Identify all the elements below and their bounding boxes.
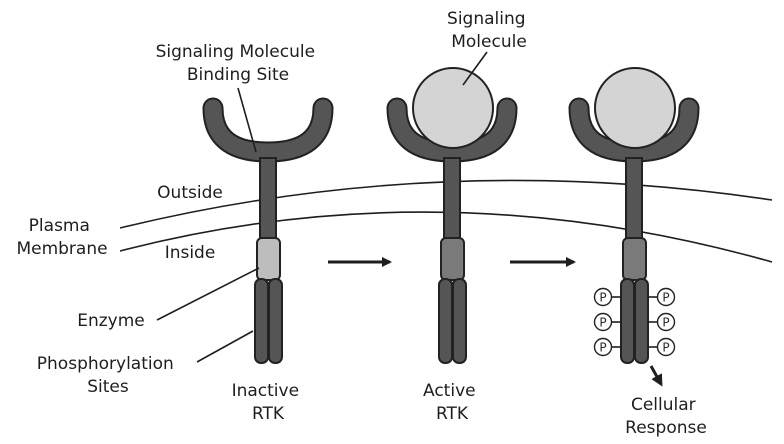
- phosphorylation-sites-label: Phosphorylation Sites: [37, 354, 179, 397]
- phosphate-icon: P: [593, 312, 613, 332]
- tail-right: [452, 278, 467, 364]
- phosphate-icon: P: [656, 312, 676, 332]
- phosphorylated-rtk: P P P P P P: [568, 67, 700, 387]
- receptor-stem: [443, 157, 461, 241]
- signaling-molecule-label: Signaling Molecule: [447, 9, 531, 52]
- tail-left: [620, 278, 635, 364]
- svg-text:P: P: [662, 316, 669, 330]
- phosphate-icon: P: [593, 337, 613, 357]
- phosphate-groups: P P P P P P: [593, 287, 676, 357]
- svg-text:P: P: [599, 341, 606, 355]
- enzyme-domain: [440, 237, 465, 281]
- tail-right: [634, 278, 649, 364]
- inside-label: Inside: [165, 243, 216, 263]
- outside-label: Outside: [157, 183, 223, 203]
- receptor-stem: [625, 157, 643, 241]
- enzyme-leader: [156, 267, 260, 321]
- cellular-response-arrow: [649, 365, 663, 387]
- enzyme-label: Enzyme: [77, 311, 145, 331]
- active-rtk-label: Active RTK: [423, 381, 481, 424]
- inactive-rtk: [202, 97, 334, 364]
- svg-text:P: P: [662, 291, 669, 305]
- phosphate-icon: P: [593, 287, 613, 307]
- tail-left: [438, 278, 453, 364]
- active-rtk: [386, 67, 518, 364]
- svg-text:P: P: [599, 291, 606, 305]
- phosphate-icon: P: [656, 287, 676, 307]
- cellular-response-label: Cellular Response: [625, 395, 707, 438]
- receptor-stem: [259, 157, 277, 241]
- binding-site-cup: [570, 99, 698, 161]
- tail-right: [268, 278, 283, 364]
- binding-site-cup: [388, 99, 516, 161]
- svg-text:P: P: [599, 316, 606, 330]
- signaling-molecule-leader: [462, 51, 488, 86]
- plasma-membrane-label: Plasma Membrane: [16, 216, 107, 259]
- enzyme-domain: [256, 237, 281, 281]
- signaling-molecule: [412, 67, 494, 149]
- binding-site-label: Signaling Molecule Binding Site: [156, 42, 321, 85]
- signaling-molecule: [594, 67, 676, 149]
- enzyme-domain: [622, 237, 647, 281]
- inactive-rtk-label: Inactive RTK: [232, 381, 305, 424]
- phosphorylation-leader: [196, 330, 254, 363]
- tail-left: [254, 278, 269, 364]
- binding-site-leader: [237, 87, 257, 153]
- svg-text:P: P: [662, 341, 669, 355]
- phosphate-icon: P: [656, 337, 676, 357]
